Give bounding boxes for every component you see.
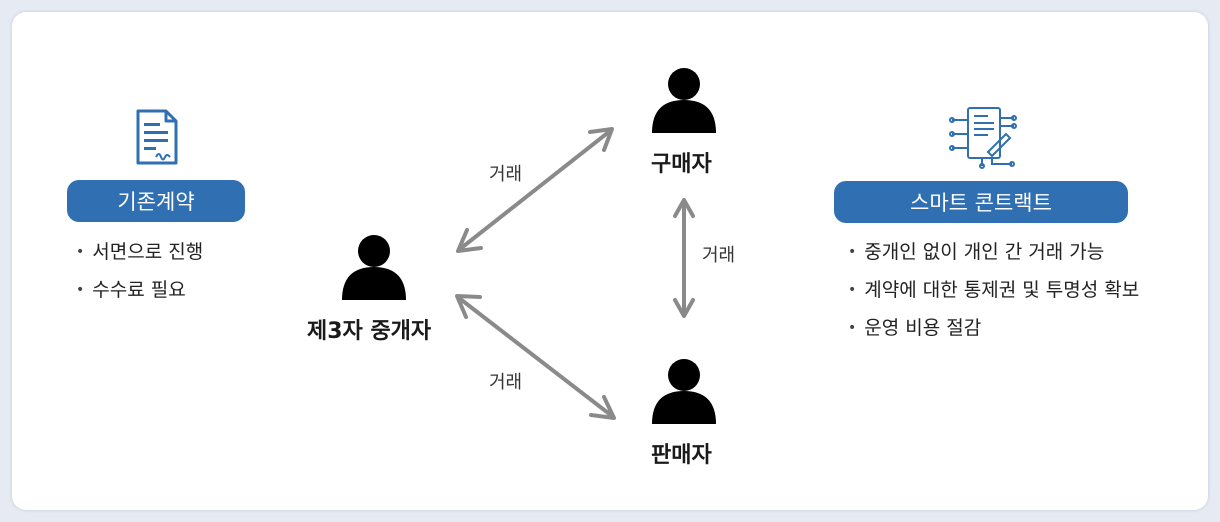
- edge-label-buyer-seller: 거래: [702, 245, 736, 266]
- broker-label: 제3자 중개자: [307, 319, 432, 344]
- edge-label-broker-buyer: 거래: [489, 164, 523, 185]
- document-icon: [136, 109, 178, 165]
- bullet-item: 수수료 필요: [76, 272, 203, 310]
- bullet-item: 서면으로 진행: [76, 234, 203, 272]
- bullet-item: 운영 비용 절감: [848, 310, 1139, 348]
- arrow-buyer-seller: [673, 198, 695, 318]
- traditional-contract-bullets: 서면으로 진행 수수료 필요: [76, 234, 203, 310]
- seller-label: 판매자: [651, 443, 712, 468]
- arrow-broker-seller: [455, 294, 616, 420]
- buyer-person-icon: [652, 68, 716, 133]
- arrow-broker-buyer: [456, 127, 614, 253]
- buyer-label: 구매자: [651, 152, 712, 177]
- bullet-item: 계약에 대한 통제권 및 투명성 확보: [848, 272, 1139, 310]
- smart-contract-badge: 스마트 콘트랙트: [834, 181, 1128, 223]
- bullet-item: 중개인 없이 개인 간 거래 가능: [848, 234, 1139, 272]
- seller-person-icon: [652, 359, 716, 424]
- traditional-contract-title: 기존계약: [117, 190, 195, 214]
- smart-contract-icon: [949, 107, 1017, 169]
- smart-contract-bullets: 중개인 없이 개인 간 거래 가능 계약에 대한 통제권 및 투명성 확보 운영…: [848, 234, 1139, 348]
- smart-contract-title: 스마트 콘트랙트: [910, 191, 1052, 215]
- traditional-contract-badge: 기존계약: [67, 180, 245, 222]
- edge-label-broker-seller: 거래: [489, 372, 523, 393]
- broker-person-icon: [342, 235, 406, 300]
